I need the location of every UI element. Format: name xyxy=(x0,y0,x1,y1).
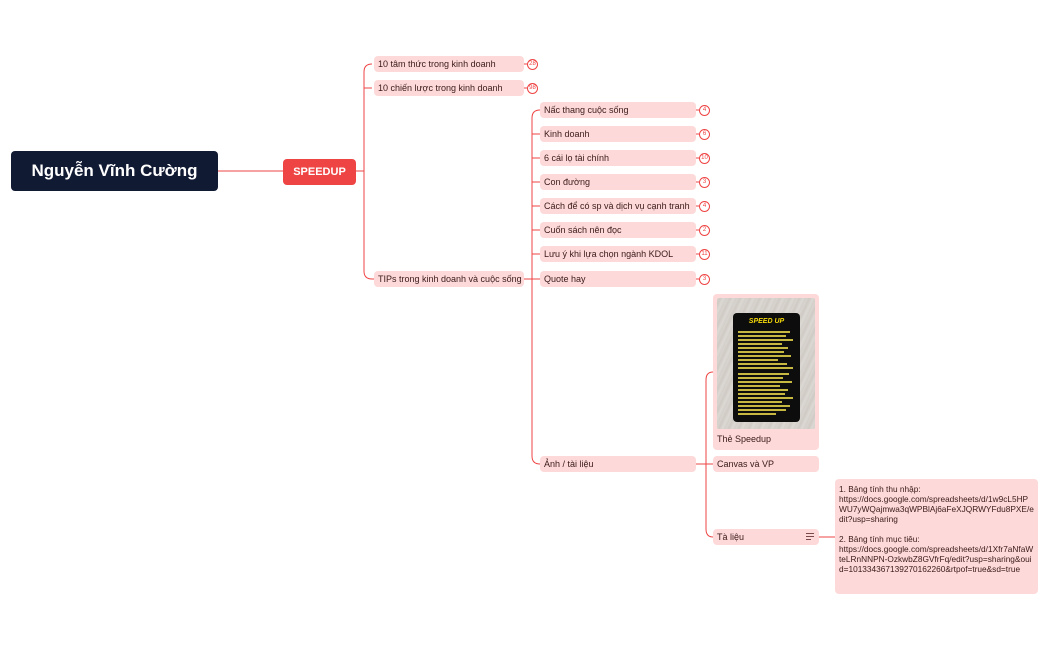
tip-label: Cách để có sp và dịch vụ cạnh tranh xyxy=(544,201,690,211)
collapsed-count-badge[interactable]: 98 xyxy=(527,83,538,94)
tip-canh-tranh[interactable]: Cách để có sp và dịch vụ cạnh tranh xyxy=(540,198,696,214)
node-label: Canvas và VP xyxy=(717,459,775,469)
tip-kdol[interactable]: Lưu ý khi lựa chọn ngành KDOL xyxy=(540,246,696,262)
collapsed-count-badge[interactable]: 3 xyxy=(699,274,710,285)
image-card-label: Thẻ Speedup xyxy=(717,434,772,444)
note-panel[interactable]: 1. Bảng tính thu nhập: https://docs.goog… xyxy=(835,479,1038,594)
note-link-1[interactable]: https://docs.google.com/spreadsheets/d/1… xyxy=(839,494,1034,524)
tip-nac-thang[interactable]: Nấc thang cuộc sống xyxy=(540,102,696,118)
tip-label: Quote hay xyxy=(544,274,586,284)
collapsed-count-badge[interactable]: 2 xyxy=(699,225,710,236)
tip-con-duong[interactable]: Con đường xyxy=(540,174,696,190)
tip-label: Kinh doanh xyxy=(544,129,590,139)
collapsed-count-badge[interactable]: 10 xyxy=(699,153,710,164)
branch-label: 10 tâm thức trong kinh doanh xyxy=(378,59,496,69)
node-tai-lieu[interactable]: Tà liệu xyxy=(713,529,819,545)
tip-label: Cuốn sách nên đọc xyxy=(544,225,622,235)
tip-label: Con đường xyxy=(544,177,590,187)
collapsed-count-badge[interactable]: 4 xyxy=(699,201,710,212)
branch-tam-thuc[interactable]: 10 tâm thức trong kinh doanh xyxy=(374,56,524,72)
tip-label: Lưu ý khi lựa chọn ngành KDOL xyxy=(544,249,674,259)
tip-anh-tai-lieu[interactable]: Ảnh / tài liệu xyxy=(540,456,696,472)
branch-label: TIPs trong kinh doanh và cuộc sống xyxy=(378,274,522,284)
note-heading-1: 1. Bảng tính thu nhập: xyxy=(839,484,921,494)
card-image: SPEED UP xyxy=(733,313,800,422)
branch-chien-luoc[interactable]: 10 chiến lược trong kinh doanh xyxy=(374,80,524,96)
tip-label: Nấc thang cuộc sống xyxy=(544,105,629,115)
note-heading-2: 2. Bảng tính mục tiêu: xyxy=(839,534,920,544)
speedup-logo: SPEED UP xyxy=(748,318,785,325)
root-node[interactable]: Nguyễn Vĩnh Cường xyxy=(11,151,218,191)
tip-label: 6 cái lọ tài chính xyxy=(544,153,610,163)
node-canvas-vp[interactable]: Canvas và VP xyxy=(713,456,819,472)
root-label: Nguyễn Vĩnh Cường xyxy=(31,161,198,180)
node-label: Tà liệu xyxy=(717,532,745,542)
branch-label: 10 chiến lược trong kinh doanh xyxy=(378,83,503,93)
collapsed-count-badge[interactable]: 4 xyxy=(699,105,710,116)
note-icon[interactable] xyxy=(806,533,814,540)
image-card-speedup[interactable]: SPEED UP Thẻ Speedup xyxy=(713,294,819,450)
collapsed-count-badge[interactable]: 11 xyxy=(699,249,710,260)
tip-quote-hay[interactable]: Quote hay xyxy=(540,271,696,287)
collapsed-count-badge[interactable]: 6 xyxy=(699,129,710,140)
main-topic-label: SPEEDUP xyxy=(293,166,346,178)
main-topic-speedup[interactable]: SPEEDUP xyxy=(283,159,356,185)
tip-kinh-doanh[interactable]: Kinh doanh xyxy=(540,126,696,142)
speedup-card-photo: SPEED UP xyxy=(717,298,815,429)
tip-tai-chinh[interactable]: 6 cái lọ tài chính xyxy=(540,150,696,166)
branch-tips[interactable]: TIPs trong kinh doanh và cuộc sống xyxy=(374,271,524,287)
tip-cuon-sach[interactable]: Cuốn sách nên đọc xyxy=(540,222,696,238)
collapsed-count-badge[interactable]: 28 xyxy=(527,59,538,70)
tip-label: Ảnh / tài liệu xyxy=(544,459,594,469)
note-link-2[interactable]: https://docs.google.com/spreadsheets/d/1… xyxy=(839,544,1034,574)
collapsed-count-badge[interactable]: 3 xyxy=(699,177,710,188)
